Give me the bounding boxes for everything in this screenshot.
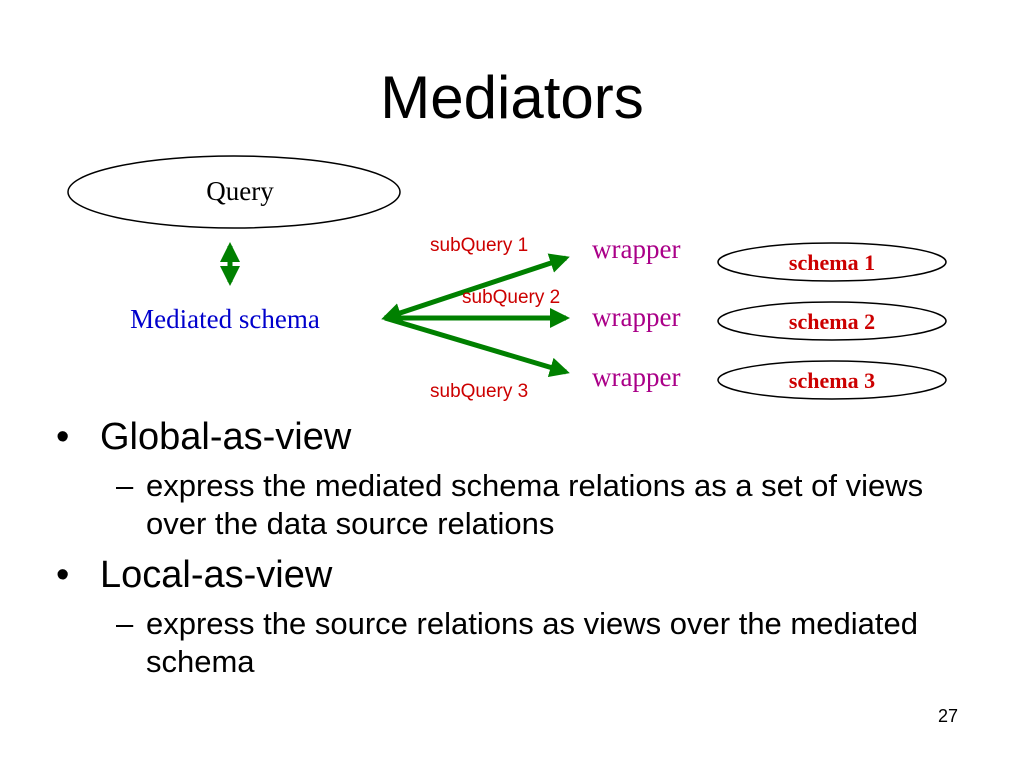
subbullet-global-as-view: – express the mediated schema relations …: [56, 467, 976, 543]
mediated-schema-label: Mediated schema: [130, 304, 320, 334]
slide-title: Mediators: [380, 64, 644, 131]
bullet-text: Local-as-view: [100, 554, 333, 596]
wrapper-2-label: wrapper: [592, 302, 680, 332]
subquery-3-arrow: [384, 315, 570, 378]
schema-2-node: schema 2: [717, 301, 947, 341]
wrapper-1-label: wrapper: [592, 234, 680, 264]
schema-3-label: schema 3: [789, 368, 875, 393]
subquery-2-label: subQuery 2: [462, 287, 560, 308]
bullet-text: Global-as-view: [100, 416, 352, 458]
schema-3-node: schema 3: [717, 360, 947, 400]
bullet-list: • Global-as-view – express the mediated …: [56, 415, 976, 691]
subquery-1-label: subQuery 1: [430, 235, 528, 256]
query-node: Query: [67, 155, 401, 229]
subquery-1-arrow: [381, 253, 570, 323]
bullet-global-as-view: • Global-as-view: [56, 415, 976, 459]
dash-icon: –: [116, 468, 134, 503]
bullet-local-as-view: • Local-as-view: [56, 553, 976, 597]
subbullet-local-as-view: – express the source relations as views …: [56, 605, 976, 681]
subquery-3-label: subQuery 3: [430, 381, 528, 402]
schema-1-node: schema 1: [717, 242, 947, 282]
schema-2-label: schema 2: [789, 309, 875, 334]
subbullet-text: express the mediated schema relations as…: [146, 468, 924, 541]
bullet-icon: •: [56, 554, 70, 596]
query-ellipse: [67, 155, 401, 229]
page-number: 27: [937, 706, 958, 726]
subquery-arrows: [381, 253, 570, 378]
wrapper-3-label: wrapper: [592, 362, 680, 392]
mediator-diagram: Query Mediated schema subQuery 1 subQuer…: [67, 155, 947, 402]
subbullet-text: express the source relations as views ov…: [146, 606, 918, 679]
dash-icon: –: [116, 606, 134, 641]
query-label: Query: [206, 176, 274, 206]
bullet-icon: •: [56, 416, 70, 458]
schema-1-label: schema 1: [789, 250, 875, 275]
